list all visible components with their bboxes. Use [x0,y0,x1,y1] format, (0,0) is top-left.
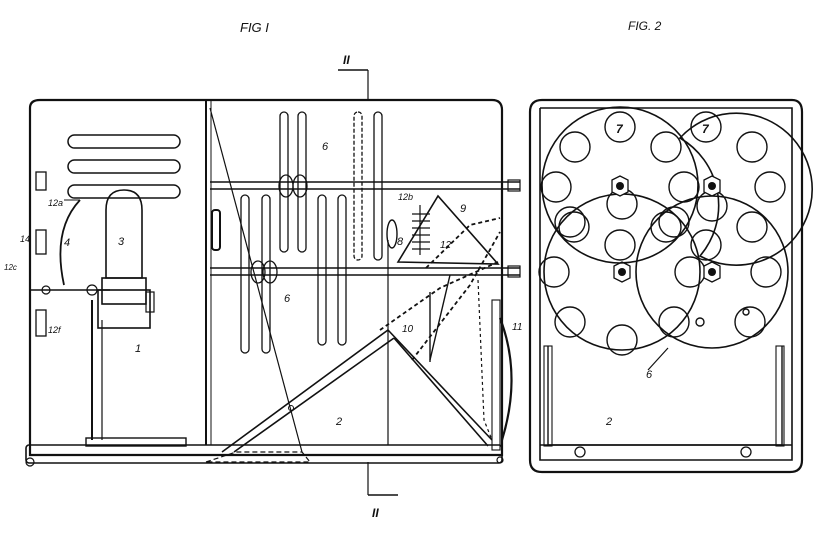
fig2-disc-upper-left [540,106,700,264]
fig1-mirror-prism [379,194,501,441]
label-bracket-left: 12c [4,263,17,272]
label-bracket-f: 12f [48,325,62,335]
fig2-label-disc-upper-right: 7 [702,122,710,136]
label-mirror: 9 [460,203,466,215]
label-cabinet: 1 [135,343,141,355]
fig2-title: FIG. 2 [628,19,662,33]
section-line-bottom: II [367,462,398,520]
label-reflector: 4 [64,237,70,249]
label-prism-top: 12b [398,192,413,202]
section-mark-bottom: II [372,506,379,520]
label-lens: 8 [397,236,404,248]
label-bracket-a: 12a [48,198,63,208]
fig2-label-base-compartment: 2 [605,416,612,428]
label-base-compartment: 2 [335,416,342,428]
fig1-struts [205,107,493,463]
fig2-disc-lower [538,188,706,356]
fig1-drawing: 1 2 3 4 6 6 8 9 10 11 12 12b 12a 12f 12c… [4,98,522,467]
fig1-slide-tubes [240,111,383,354]
label-prism: 12 [440,240,452,251]
label-slides-bottom: 6 [284,293,291,305]
fig1-lamp [85,189,187,447]
fig2-cabinet-outline [528,98,804,474]
label-door-hinge: 11 [512,322,522,333]
fig1-title: FIG I [240,20,269,35]
fig1-left-brackets [30,171,110,337]
label-lamp: 3 [118,236,125,248]
fig2-bottom-nuts [574,446,752,458]
fig2-disc-right [635,190,789,349]
label-slides-top: 6 [322,141,329,153]
fig2-label-disc-lower: 6 [646,369,653,381]
label-mirror-part: 10 [402,324,414,335]
fig1-base-rail [25,444,503,464]
fig2-label-disc-upper-left: 7 [616,122,624,136]
section-line-top: II [338,53,369,100]
fig2-disc-upper-right [678,111,813,266]
fig1-door [498,317,513,441]
label-bracket-14: 14 [20,234,30,244]
fig1-rods [210,174,521,284]
fig1-vent-slots [67,134,181,199]
fig1-reflector [59,199,81,286]
fig1-cabinet-outline [28,98,504,457]
fig2-drawing: 7 7 6 2 [528,98,813,474]
section-mark-top: II [343,53,350,67]
